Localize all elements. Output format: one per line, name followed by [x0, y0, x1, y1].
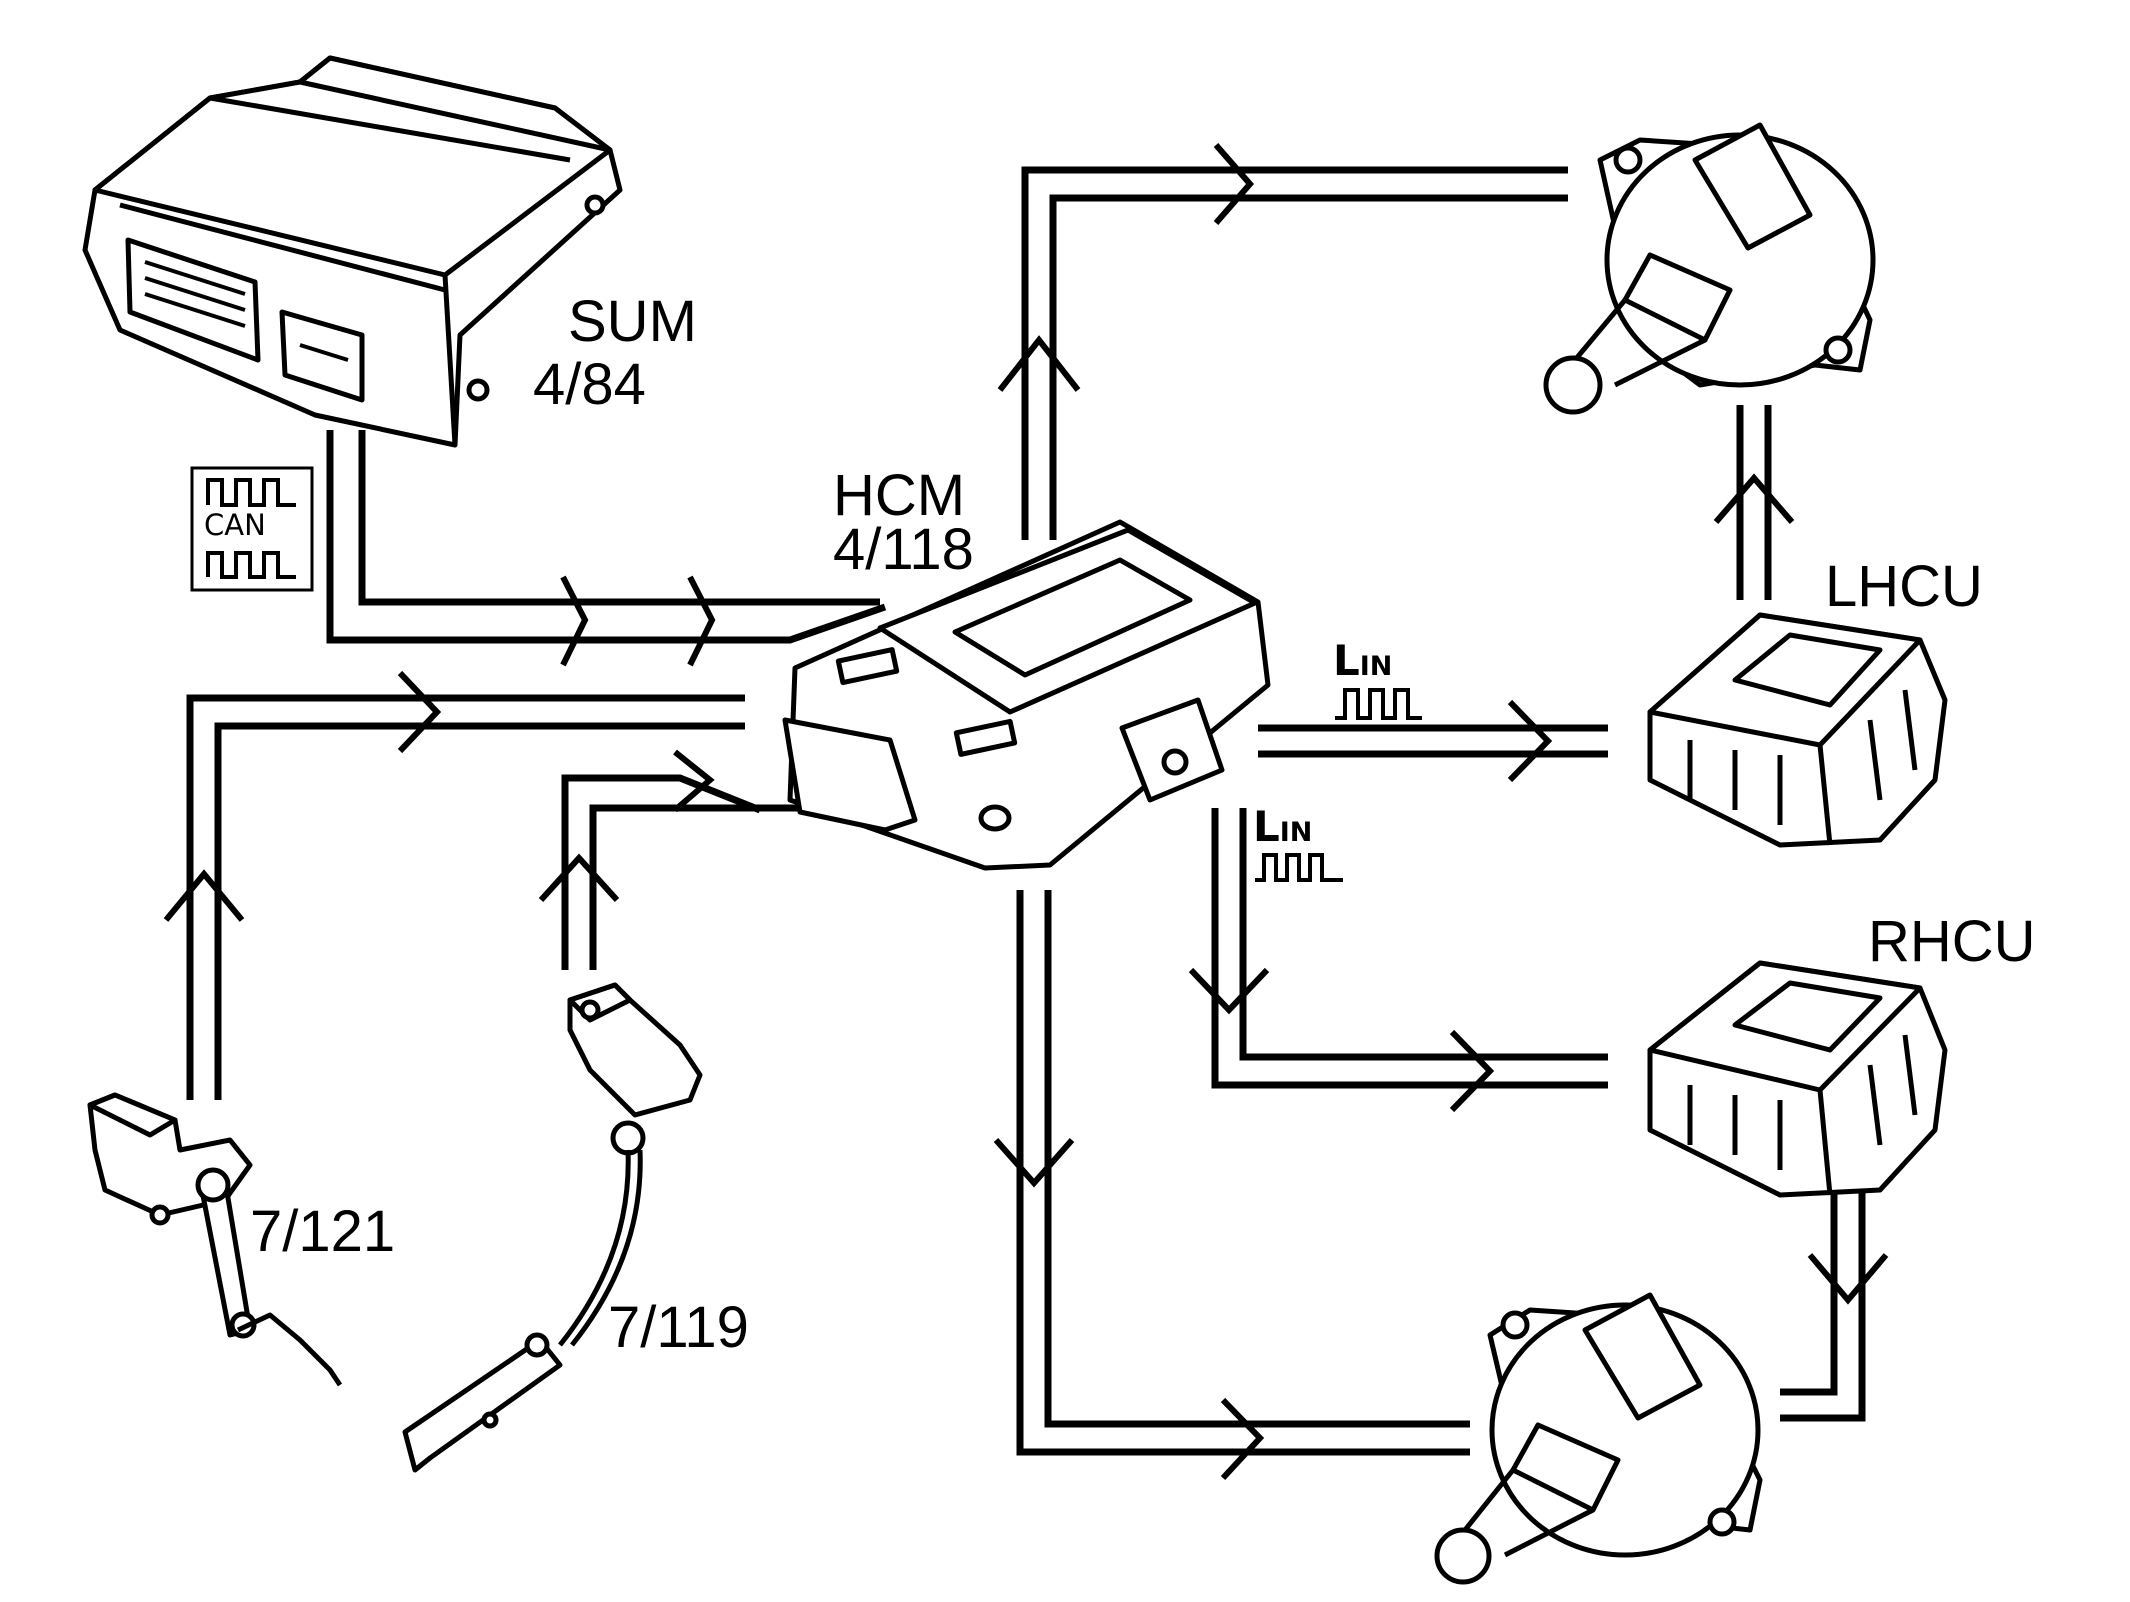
hcm-code-label: 4/118 [833, 517, 974, 582]
hcm-label: HCM [833, 463, 966, 528]
lin-bus-label-lhcu: LIN [1333, 640, 1392, 682]
can-bus-label: CAN [204, 508, 266, 542]
connector-sensor-front-to-hcm [538, 749, 800, 970]
lin-letter-l: L [1253, 802, 1280, 851]
left-headlamp-motor-drawing [1543, 122, 1876, 415]
rhcu-module-drawing [1647, 960, 1948, 1198]
lin-letters-in: IN [1359, 651, 1393, 682]
lhcu-label: LHCU [1825, 554, 1983, 619]
hcm-module-drawing [782, 519, 1271, 871]
rear-level-sensor-drawing [87, 1092, 343, 1387]
connector-hcm-to-left-motor [997, 143, 1568, 540]
connector-hcm-to-rhcu [1188, 808, 1608, 1113]
rhcu-label: RHCU [1868, 909, 2036, 974]
sum-label: SUM [568, 289, 697, 354]
right-headlamp-motor-drawing [1434, 1292, 1763, 1585]
lhcu-module-drawing [1647, 612, 1948, 848]
sensor-rear-label: 7/121 [250, 1199, 396, 1264]
sum-connector-pins [144, 260, 349, 362]
lin-bus-icon [1255, 688, 1422, 882]
connector-sum-to-hcm [326, 430, 887, 667]
connector-rhcu-to-right-motor [1780, 1180, 1889, 1422]
connector-sensor-rear-to-hcm [163, 670, 745, 1100]
front-level-sensor-drawing [402, 982, 703, 1473]
sum-module-drawing [82, 55, 623, 448]
lin-letter-l: L [1333, 636, 1360, 685]
can-bus-icon [190, 466, 314, 592]
connector-lhcu-to-left-motor [1713, 405, 1795, 600]
lin-bus-label-rhcu: LIN [1253, 806, 1312, 848]
sensor-front-label: 7/119 [608, 1295, 749, 1360]
sum-code-label: 4/84 [533, 352, 646, 417]
lin-letters-in: IN [1279, 817, 1313, 848]
connector-hcm-to-right-motor [993, 890, 1470, 1481]
connector-hcm-to-lhcu [1258, 699, 1608, 783]
